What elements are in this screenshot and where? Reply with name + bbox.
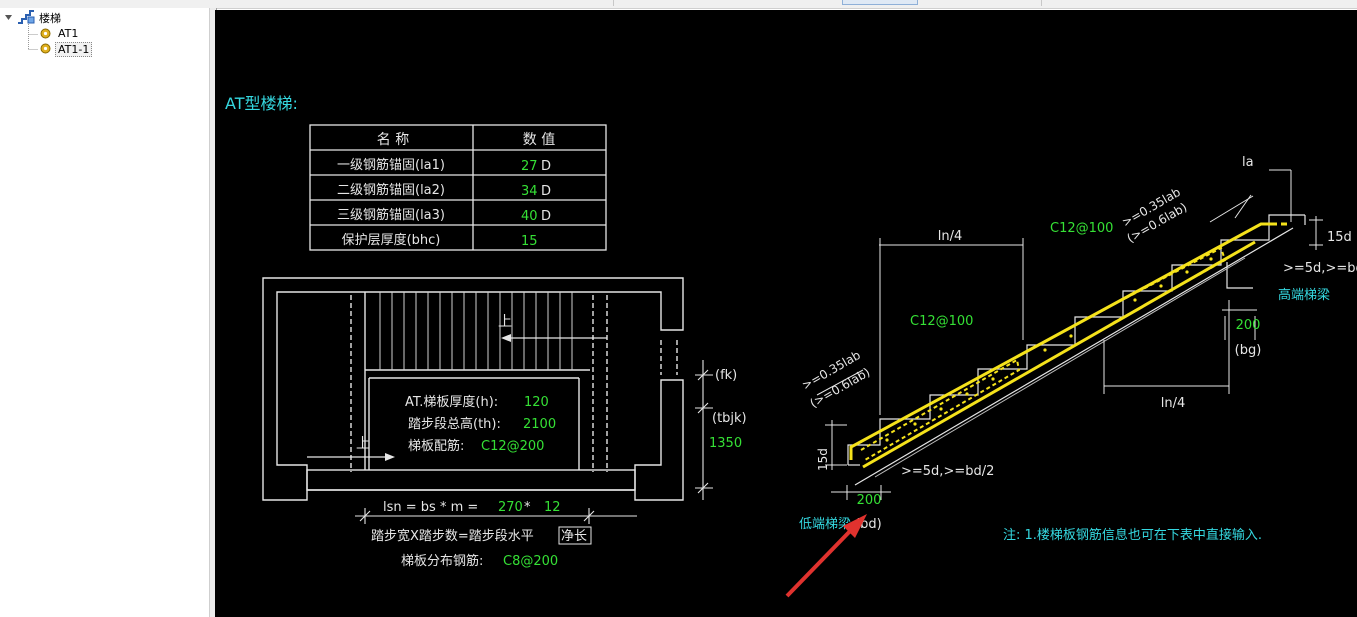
table-cell-name: 保护层厚度(bhc) (342, 232, 441, 248)
up-arrow-top (501, 334, 607, 342)
plan-length-dimension (355, 508, 637, 524)
section-rebar-dashed (860, 246, 1227, 461)
ln4-bottom-label: ln/4 (1161, 396, 1186, 411)
distribution-bars (885, 257, 1213, 442)
d15-right-label: 15d (1327, 230, 1352, 245)
rebar-value[interactable]: C12@200 (481, 439, 544, 454)
bs-value[interactable]: 270 (498, 500, 523, 515)
height-label: 踏步段总高(th): (408, 416, 501, 432)
table-cell-value[interactable]: 27 (521, 159, 538, 174)
ln4-top-label: ln/4 (938, 229, 963, 244)
table-cell-unit: D (541, 159, 551, 174)
plan-caption-1: 踏步宽X踏步数=踏步段水平 (371, 528, 534, 544)
table-header-value: 数 值 (523, 132, 555, 148)
plan-caption-2-label: 梯板分布钢筋: (401, 553, 483, 569)
tree-root[interactable]: 楼梯 (39, 10, 61, 26)
multiply-sign: * (524, 500, 531, 515)
bd-value[interactable]: 200 (857, 493, 882, 508)
table-cell-name: 三级钢筋锚固(la3) (337, 207, 445, 223)
tree-connectors (28, 24, 38, 50)
note-text: 注: 1.楼梯板钢筋信息也可在下表中直接输入. (1003, 527, 1262, 543)
lsn-formula: lsn = bs * m = (383, 500, 478, 515)
toolbar-divider (613, 0, 614, 6)
tree-item-at1[interactable]: AT1 (58, 27, 78, 40)
bg-value[interactable]: 200 (1236, 318, 1261, 333)
active-tab-hint[interactable] (842, 0, 918, 5)
component-tree: 楼梯 AT1 AT1-1 (0, 8, 209, 617)
fk-label: (fk) (715, 368, 737, 383)
low-beam-label: 低端梯梁 (799, 517, 851, 532)
bg-label: (bg) (1235, 343, 1262, 358)
rebar-top-label[interactable]: C12@100 (1050, 221, 1113, 236)
rebar-label: 梯板配筋: (408, 438, 464, 454)
high-beam-label: 高端梯梁 (1278, 287, 1330, 303)
rebar-mid-label[interactable]: C12@100 (910, 314, 973, 329)
param-table (309, 124, 607, 251)
caption-highlight-box (558, 526, 592, 545)
tree-item-label: AT1 (58, 27, 79, 40)
table-cell-name: 一级钢筋锚固(la1) (337, 157, 445, 173)
anchor-right-label: >=5d,>=bg (1283, 261, 1357, 276)
gear-icon (40, 43, 51, 54)
table-header-name: 名 称 (377, 132, 409, 148)
cad-drawing-canvas: AT型楼梯: 名 称 数 值 一级钢筋锚固(la1) 27 D 二级钢筋锚固(l… (215, 10, 1357, 617)
thickness-value[interactable]: 120 (524, 395, 549, 410)
tbjk-value[interactable]: 1350 (709, 436, 742, 451)
thickness-label: AT.梯板厚度(h): (405, 394, 498, 410)
stair-icon (18, 10, 35, 24)
table-cell-name: 二级钢筋锚固(la2) (337, 182, 445, 198)
table-cell-value[interactable]: 34 (521, 184, 538, 199)
toolbar-divider (1041, 0, 1042, 6)
plan-width-dimension (695, 360, 713, 500)
up-label-top: 上 (498, 314, 512, 330)
section-rebar (849, 222, 1289, 469)
section-dimensions (816, 169, 1323, 500)
tree-root-label: 楼梯 (39, 12, 61, 25)
tree-item-label: AT1-1 (55, 42, 93, 57)
d15-left-label: 15d (816, 448, 830, 471)
table-cell-unit: D (541, 209, 551, 224)
la-label: la (1242, 155, 1254, 170)
plan-caption-1-box: 净长 (561, 529, 587, 544)
plan-caption-2-value[interactable]: C8@200 (503, 554, 558, 569)
stair-plan (262, 277, 684, 501)
up-arrow-bottom (307, 453, 395, 461)
up-label-bottom: 上 (356, 436, 370, 452)
height-value[interactable]: 2100 (523, 417, 556, 432)
table-cell-value[interactable]: 40 (521, 209, 538, 224)
stair-drawing: AT型楼梯: 名 称 数 值 一级钢筋锚固(la1) 27 D 二级钢筋锚固(l… (225, 94, 1357, 598)
tree-item-at1-1[interactable]: AT1-1 (55, 42, 93, 57)
top-strip (0, 0, 1357, 9)
collapse-triangle-icon[interactable] (4, 13, 13, 22)
gear-icon (40, 28, 51, 39)
table-cell-value[interactable]: 15 (521, 234, 538, 249)
red-arrow-icon (785, 514, 867, 598)
m-value[interactable]: 12 (544, 500, 561, 515)
tbjk-label: (tbjk) (712, 411, 747, 426)
drawing-title: AT型楼梯: (225, 94, 298, 113)
anchor-left-label: >=5d,>=bd/2 (901, 464, 994, 479)
table-cell-unit: D (541, 184, 551, 199)
